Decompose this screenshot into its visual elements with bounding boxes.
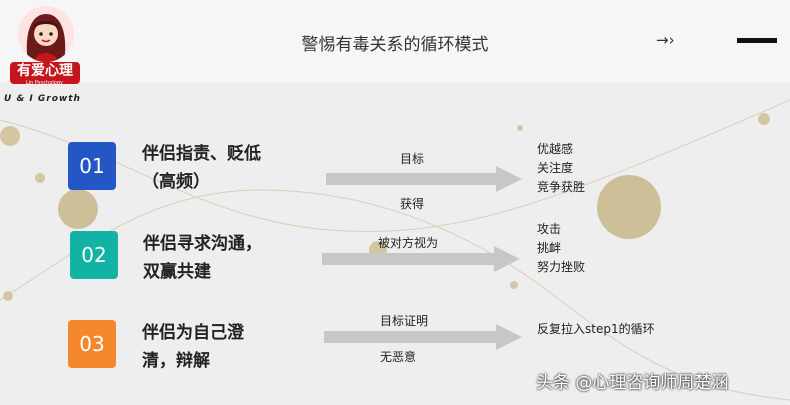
step-1-result-item: 关注度 — [537, 161, 574, 175]
step-3-results: 反复拉入step1的循环 — [537, 320, 655, 339]
logo-wordmark: 有爱心理 — [10, 62, 80, 84]
header-bar — [0, 0, 790, 82]
step-3-title-line-2: 清，辩解 — [142, 351, 210, 371]
step-3-arrow-icon — [324, 324, 522, 350]
forward-arrow-icon[interactable]: →› — [656, 31, 675, 49]
step-3-result-item: 反复拉入step1的循环 — [537, 322, 655, 336]
step-2-result-item: 努力挫败 — [537, 260, 586, 274]
step-2-result-item: 攻击 — [537, 222, 562, 236]
step-2-top-label: 被对方视为 — [378, 236, 439, 250]
step-3-title-line-1: 伴侣为自己澄 — [142, 323, 244, 343]
step-3-bottom-label: 无恶意 — [380, 350, 417, 364]
step-2-title: 伴侣寻求沟通， 双赢共建 — [143, 230, 262, 286]
step-2-title-line-1: 伴侣寻求沟通， — [143, 234, 262, 254]
step-1-arrow-icon — [326, 166, 522, 192]
step-1-title: 伴侣指责、贬低 （高频） — [142, 140, 261, 196]
step-2-result-item: 挑衅 — [537, 241, 562, 255]
step-3-top-label: 目标证明 — [380, 314, 429, 328]
step-1-title-line-2: （高频） — [142, 172, 210, 192]
logo-subtitle: Lin Psychology — [26, 80, 63, 86]
step-2-title-line-2: 双赢共建 — [143, 262, 211, 282]
logo-caption: U & I Growth — [4, 94, 81, 104]
step-1-result-item: 优越感 — [537, 142, 574, 156]
step-2-number-badge: 02 — [70, 231, 118, 279]
step-2-results: 攻击 挑衅 努力挫败 — [537, 220, 585, 277]
step-1-bottom-label: 获得 — [400, 197, 425, 211]
step-1-top-label: 目标 — [400, 152, 425, 166]
watermark: 头条 @心理咨询师周楚涵 — [536, 373, 729, 393]
step-1-number: 01 — [79, 154, 105, 178]
step-3-title: 伴侣为自己澄 清，辩解 — [142, 319, 244, 375]
menu-bar-icon[interactable] — [737, 38, 777, 43]
avatar — [18, 6, 74, 62]
step-1-title-line-1: 伴侣指责、贬低 — [142, 144, 261, 164]
brand-logo: 有爱心理 Lin Psychology U & I Growth — [4, 4, 100, 108]
page-title: 警惕有毒关系的循环模式 — [301, 35, 489, 55]
avatar-illustration-icon — [26, 14, 66, 62]
step-2-number: 02 — [81, 243, 107, 267]
step-3-number-badge: 03 — [68, 320, 116, 368]
logo-text: 有爱心理 — [17, 63, 73, 79]
step-1-result-item: 竞争获胜 — [537, 180, 586, 194]
step-1-number-badge: 01 — [68, 142, 116, 190]
step-1-results: 优越感 关注度 竞争获胜 — [537, 140, 585, 197]
step-3-number: 03 — [79, 332, 105, 356]
step-2-arrow-icon — [322, 246, 520, 272]
